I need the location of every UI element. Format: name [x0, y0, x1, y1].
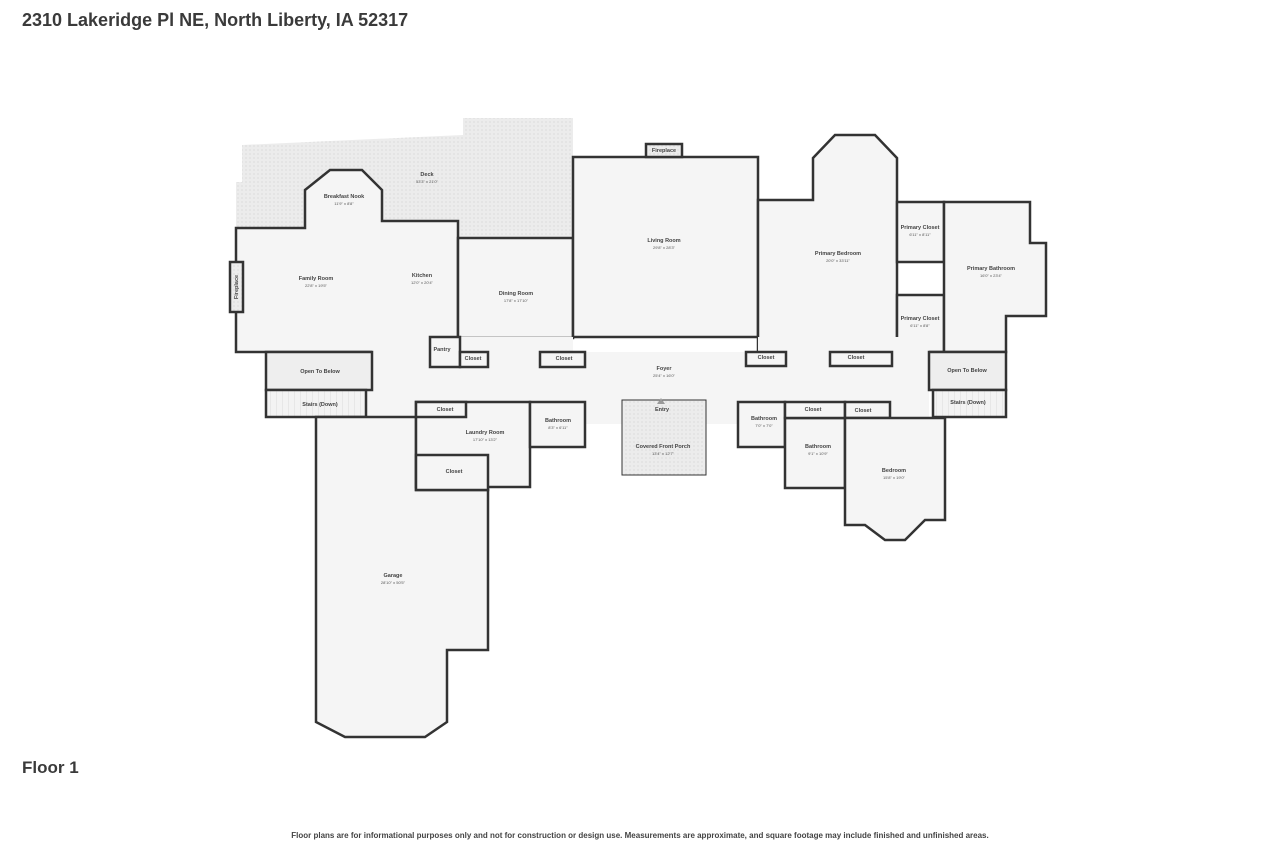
fireplace-top	[644, 142, 684, 159]
open-to-below-right	[927, 350, 1008, 392]
open-to-below-left	[264, 350, 374, 392]
living-room	[571, 155, 760, 339]
stairs-right	[931, 388, 1008, 419]
pantry	[428, 335, 462, 369]
bathroom-right-1	[736, 400, 787, 449]
laundry-closet	[414, 453, 490, 492]
disclaimer: Floor plans are for informational purpos…	[291, 831, 989, 840]
deck	[236, 118, 573, 248]
bathroom-right-2	[783, 416, 847, 490]
closet-laundry-top	[414, 400, 468, 419]
closet-foyer-right-1	[744, 350, 788, 368]
floor-label: Floor 1	[22, 758, 79, 777]
bedroom	[843, 416, 947, 542]
primary-closet-1	[895, 200, 946, 264]
fireplace-left	[228, 260, 245, 314]
closet-pantry	[458, 350, 490, 369]
page-title: 2310 Lakeridge Pl NE, North Liberty, IA …	[22, 10, 409, 30]
stairs-left	[264, 388, 368, 419]
closet-foyer-right-2	[828, 350, 894, 368]
bathroom-center	[528, 400, 587, 449]
closet-right-a	[783, 400, 847, 420]
primary-bathroom	[942, 200, 1048, 354]
closet-right-b	[843, 400, 892, 420]
primary-bedroom	[756, 133, 899, 354]
closet-dining	[538, 350, 587, 369]
dining-room	[456, 236, 575, 340]
entry-arrow-icon	[657, 398, 665, 404]
covered-porch	[621, 399, 707, 476]
